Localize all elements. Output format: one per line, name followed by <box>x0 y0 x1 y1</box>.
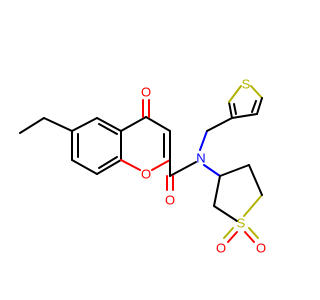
bond-benz-2 <box>96 117 122 132</box>
bond-so-right-1 <box>248 227 259 239</box>
molecule-diagram: O O O N S S O O <box>19 77 266 256</box>
bond-ethyl-ch3 <box>19 117 45 134</box>
bond-so-left-2 <box>227 231 238 243</box>
bond-th-4 <box>256 97 263 115</box>
bond-sulf-5 <box>219 164 250 177</box>
atom-o-sulfone-left: O <box>216 241 226 256</box>
bond-benz-4b <box>98 156 118 169</box>
bonds <box>19 85 263 243</box>
bond-th-3 <box>250 85 263 99</box>
bond-benz-5 <box>71 159 98 175</box>
bond-n-ch2 <box>199 130 208 151</box>
atom-s-sulfone: S <box>237 216 246 231</box>
bond-ethyl-ch2 <box>43 117 73 132</box>
bond-th-1 <box>228 101 233 119</box>
bond-th-2 <box>228 85 242 103</box>
bond-th-5 <box>231 113 258 119</box>
bond-pyr-4 <box>151 159 171 171</box>
atom-s-thiophene: S <box>242 77 251 92</box>
bond-so-right-2 <box>244 231 255 243</box>
bond-sulf-1 <box>213 175 221 207</box>
bond-benz-4 <box>96 159 122 175</box>
atom-n-amide: N <box>196 151 205 166</box>
bond-pyr-2 <box>145 116 171 132</box>
bond-pyr-5 <box>120 159 141 171</box>
atom-o-amide: O <box>165 193 175 208</box>
bond-carbonyl-to-n <box>169 161 197 177</box>
bond-n-ring <box>203 164 221 177</box>
atoms: O O O N S S O O <box>141 77 266 256</box>
atom-o-sulfone-right: O <box>256 241 266 256</box>
bond-ch2-thiophene <box>206 117 233 132</box>
bond-sulf-3 <box>243 194 263 217</box>
bond-pyr-1 <box>120 116 147 132</box>
bond-sulf-2 <box>213 205 238 222</box>
bond-th-1b <box>233 103 237 115</box>
atom-o-ketone: O <box>141 85 151 100</box>
bond-th-4b <box>251 100 257 113</box>
bond-benz-1 <box>71 117 98 132</box>
bond-benz-2b <box>98 123 118 135</box>
atom-o-ring: O <box>141 167 151 182</box>
bond-sulf-4 <box>248 164 263 196</box>
bond-so-left-1 <box>223 227 234 239</box>
